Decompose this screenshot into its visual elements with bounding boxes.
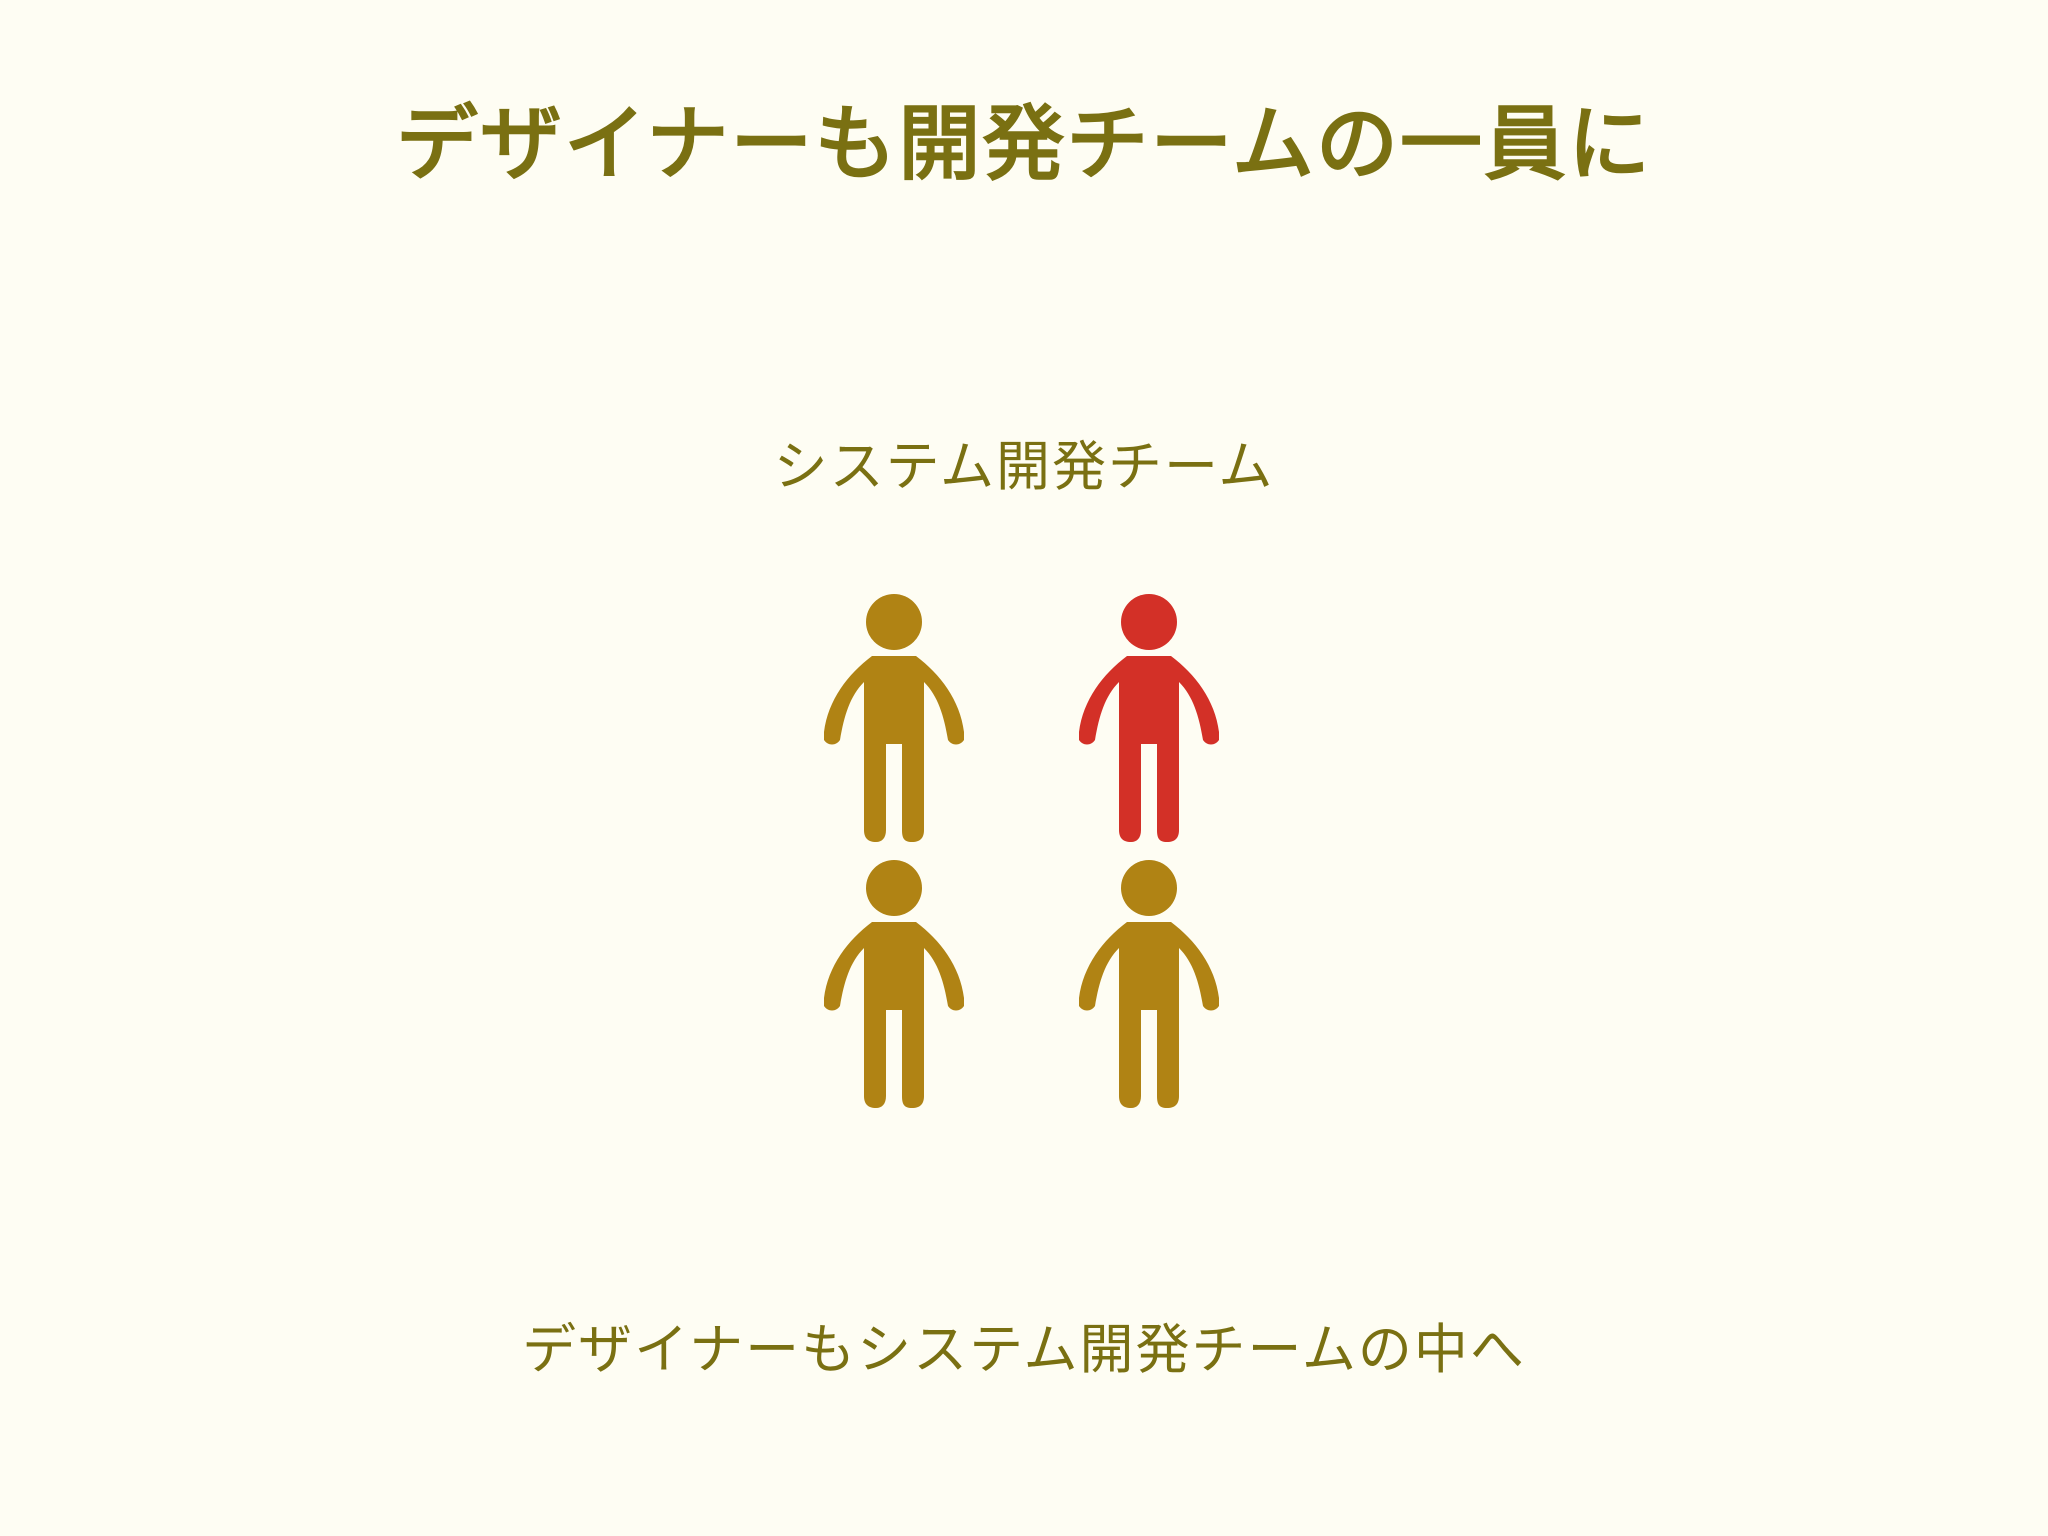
team-member-person-icon [820, 592, 968, 842]
team-member-person-icon [1075, 858, 1223, 1108]
team-member-person-icon [820, 858, 968, 1108]
slide-title: デザイナーも開発チームの一員に [396, 97, 1652, 192]
slide-caption: デザイナーもシステム開発チームの中へ [522, 1318, 1526, 1381]
team-label: システム開発チーム [773, 435, 1275, 498]
designer-person-icon [1075, 592, 1223, 842]
